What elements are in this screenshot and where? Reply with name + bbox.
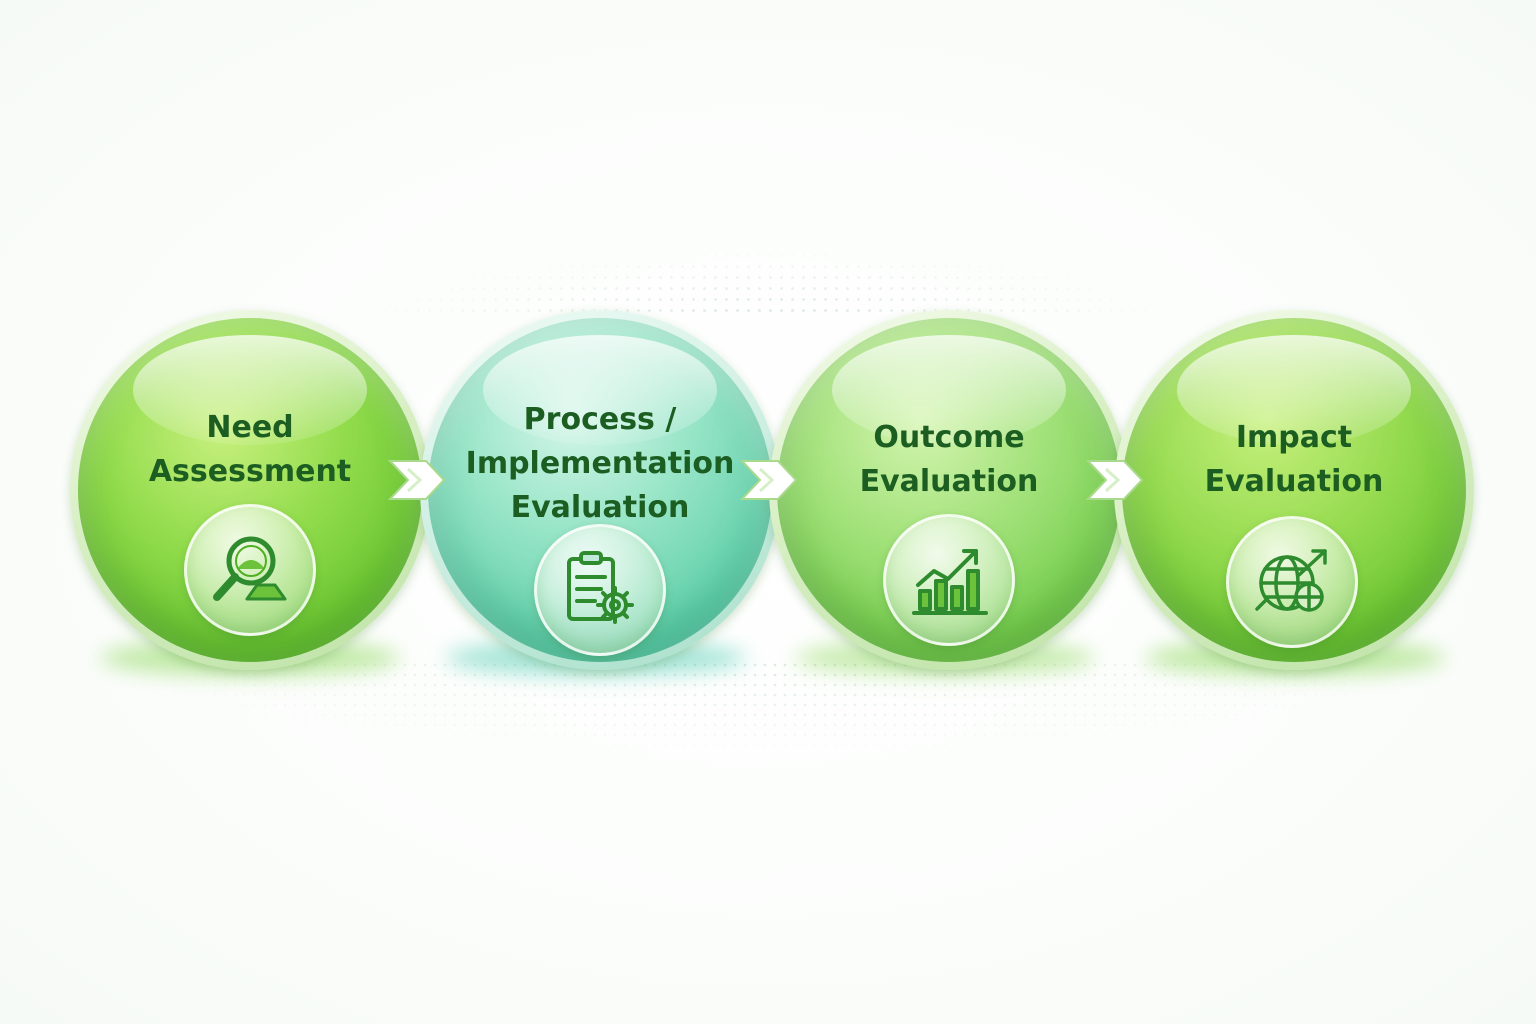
icon-badge: [184, 504, 316, 636]
step-title-line: Evaluation: [1204, 464, 1384, 499]
globe-arrow-icon: [1255, 549, 1327, 612]
step-title-line: Outcome: [873, 420, 1025, 455]
step-process-implementation-evaluation: Process / Implementation Evaluation: [420, 310, 780, 670]
step-title: Process / Implementation Evaluation: [428, 398, 772, 530]
decorative-dots-bottom: [120, 660, 1420, 750]
step-title: Outcome Evaluation: [777, 416, 1121, 504]
step-title-line: Evaluation: [510, 490, 690, 525]
chevron-right-icon: [739, 460, 798, 500]
step-title-line: Implementation: [465, 446, 735, 481]
step-outcome-evaluation: Outcome Evaluation: [769, 310, 1129, 670]
chevron-right-icon: [1085, 460, 1144, 500]
step-need-assessment: Need Assessment: [70, 310, 430, 670]
icon-badge: [534, 524, 666, 656]
step-title-line: Need: [206, 410, 294, 445]
step-title-line: Process /: [523, 402, 677, 437]
magnifier-person-icon: [213, 536, 287, 601]
bar-chart-growth-icon: [912, 549, 988, 615]
step-impact-evaluation: Impact Evaluation: [1114, 310, 1474, 670]
step-title-line: Assessment: [148, 454, 352, 489]
chevron-right-icon: [387, 460, 446, 500]
decorative-dots-top: [380, 250, 1160, 320]
step-title: Need Assessment: [78, 406, 422, 494]
step-title-line: Evaluation: [859, 464, 1039, 499]
step-title: Impact Evaluation: [1122, 416, 1466, 504]
step-title-line: Impact: [1235, 420, 1353, 455]
icon-badge: [1226, 516, 1358, 648]
icon-badge: [883, 514, 1015, 646]
clipboard-gear-icon: [567, 551, 634, 624]
